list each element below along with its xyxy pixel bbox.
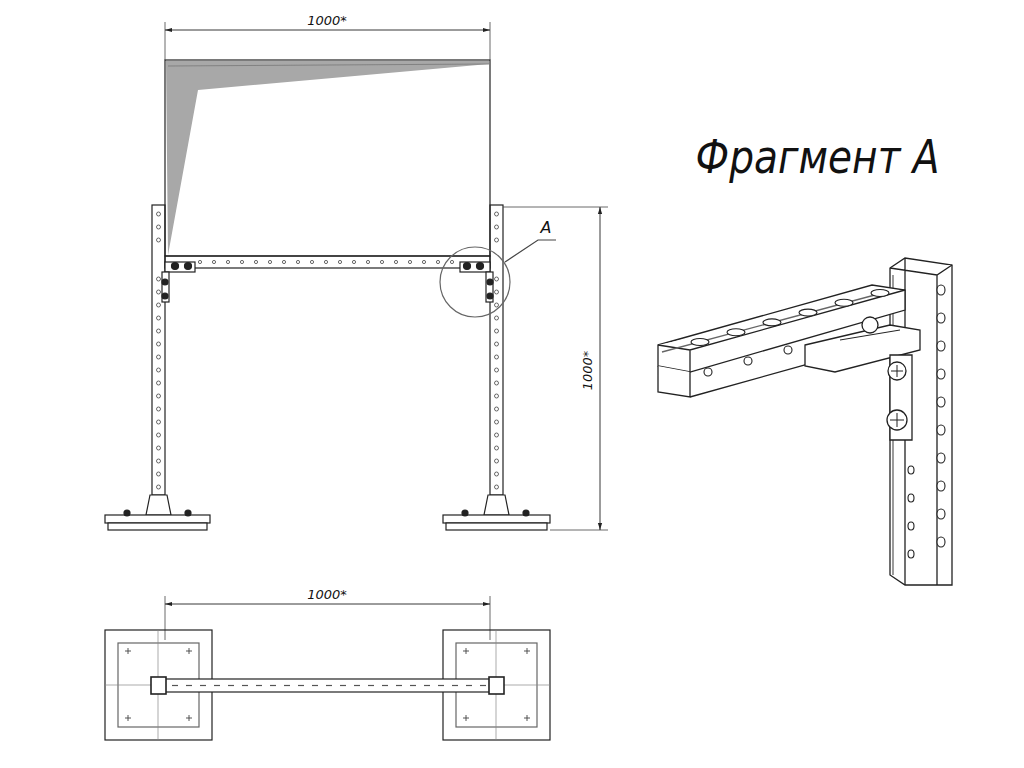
base-plates	[105, 495, 550, 530]
detail-circle	[440, 247, 510, 317]
left-post	[152, 205, 165, 495]
sign-panel	[165, 60, 490, 256]
crossbar	[165, 256, 490, 268]
plan-view	[105, 630, 550, 740]
dimension-label: 1000*	[582, 348, 595, 392]
dimension-label: 1000*	[305, 588, 349, 601]
dimension-label: 1000*	[305, 14, 349, 27]
panel-shade	[166, 61, 489, 255]
fragment-title: Фрагмент А	[694, 134, 941, 180]
right-post	[490, 205, 503, 495]
callout-letter: А	[539, 220, 554, 236]
fragment-a-detail	[658, 258, 952, 585]
